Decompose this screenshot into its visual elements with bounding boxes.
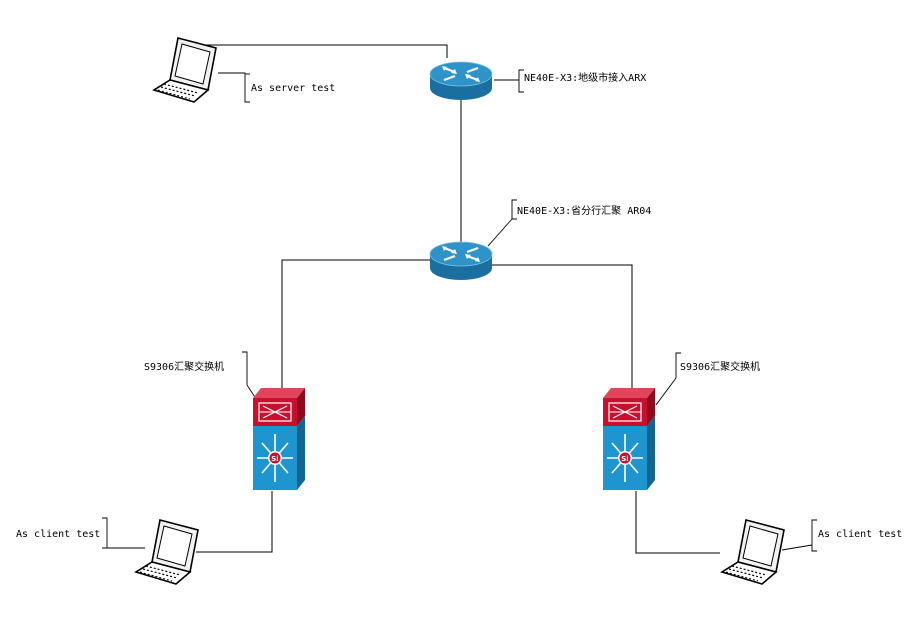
link-switch-right-client: [635, 491, 720, 554]
switch-left-icon[interactable]: [252, 387, 306, 491]
link-switch-left-client: [196, 491, 273, 553]
label-leaders: [102, 69, 817, 552]
client-left-laptop-icon[interactable]: [135, 519, 199, 585]
client-left-label: As client test: [16, 529, 101, 540]
router-mid-icon[interactable]: [428, 240, 494, 282]
links: [196, 44, 720, 554]
switch-right-icon[interactable]: [602, 387, 656, 491]
link-router-mid-switch-right: [490, 264, 633, 390]
client-right-laptop-icon[interactable]: [721, 519, 785, 585]
client-right-label: As client test: [818, 529, 903, 540]
router-top-icon[interactable]: [428, 60, 494, 102]
server-laptop-label: As server test: [251, 83, 336, 94]
link-router-mid-switch-left: [281, 259, 432, 390]
switch-right-label: S9306汇聚交换机: [680, 362, 761, 373]
router-mid-label: NE40E-X3:省分行汇聚 AR04: [517, 206, 652, 217]
server-laptop-icon[interactable]: [153, 37, 217, 103]
switch-left-label: S9306汇聚交换机: [144, 362, 225, 373]
router-top-label: NE40E-X3:地级市接入ARX: [524, 73, 647, 84]
link-server-router-top: [206, 44, 448, 58]
